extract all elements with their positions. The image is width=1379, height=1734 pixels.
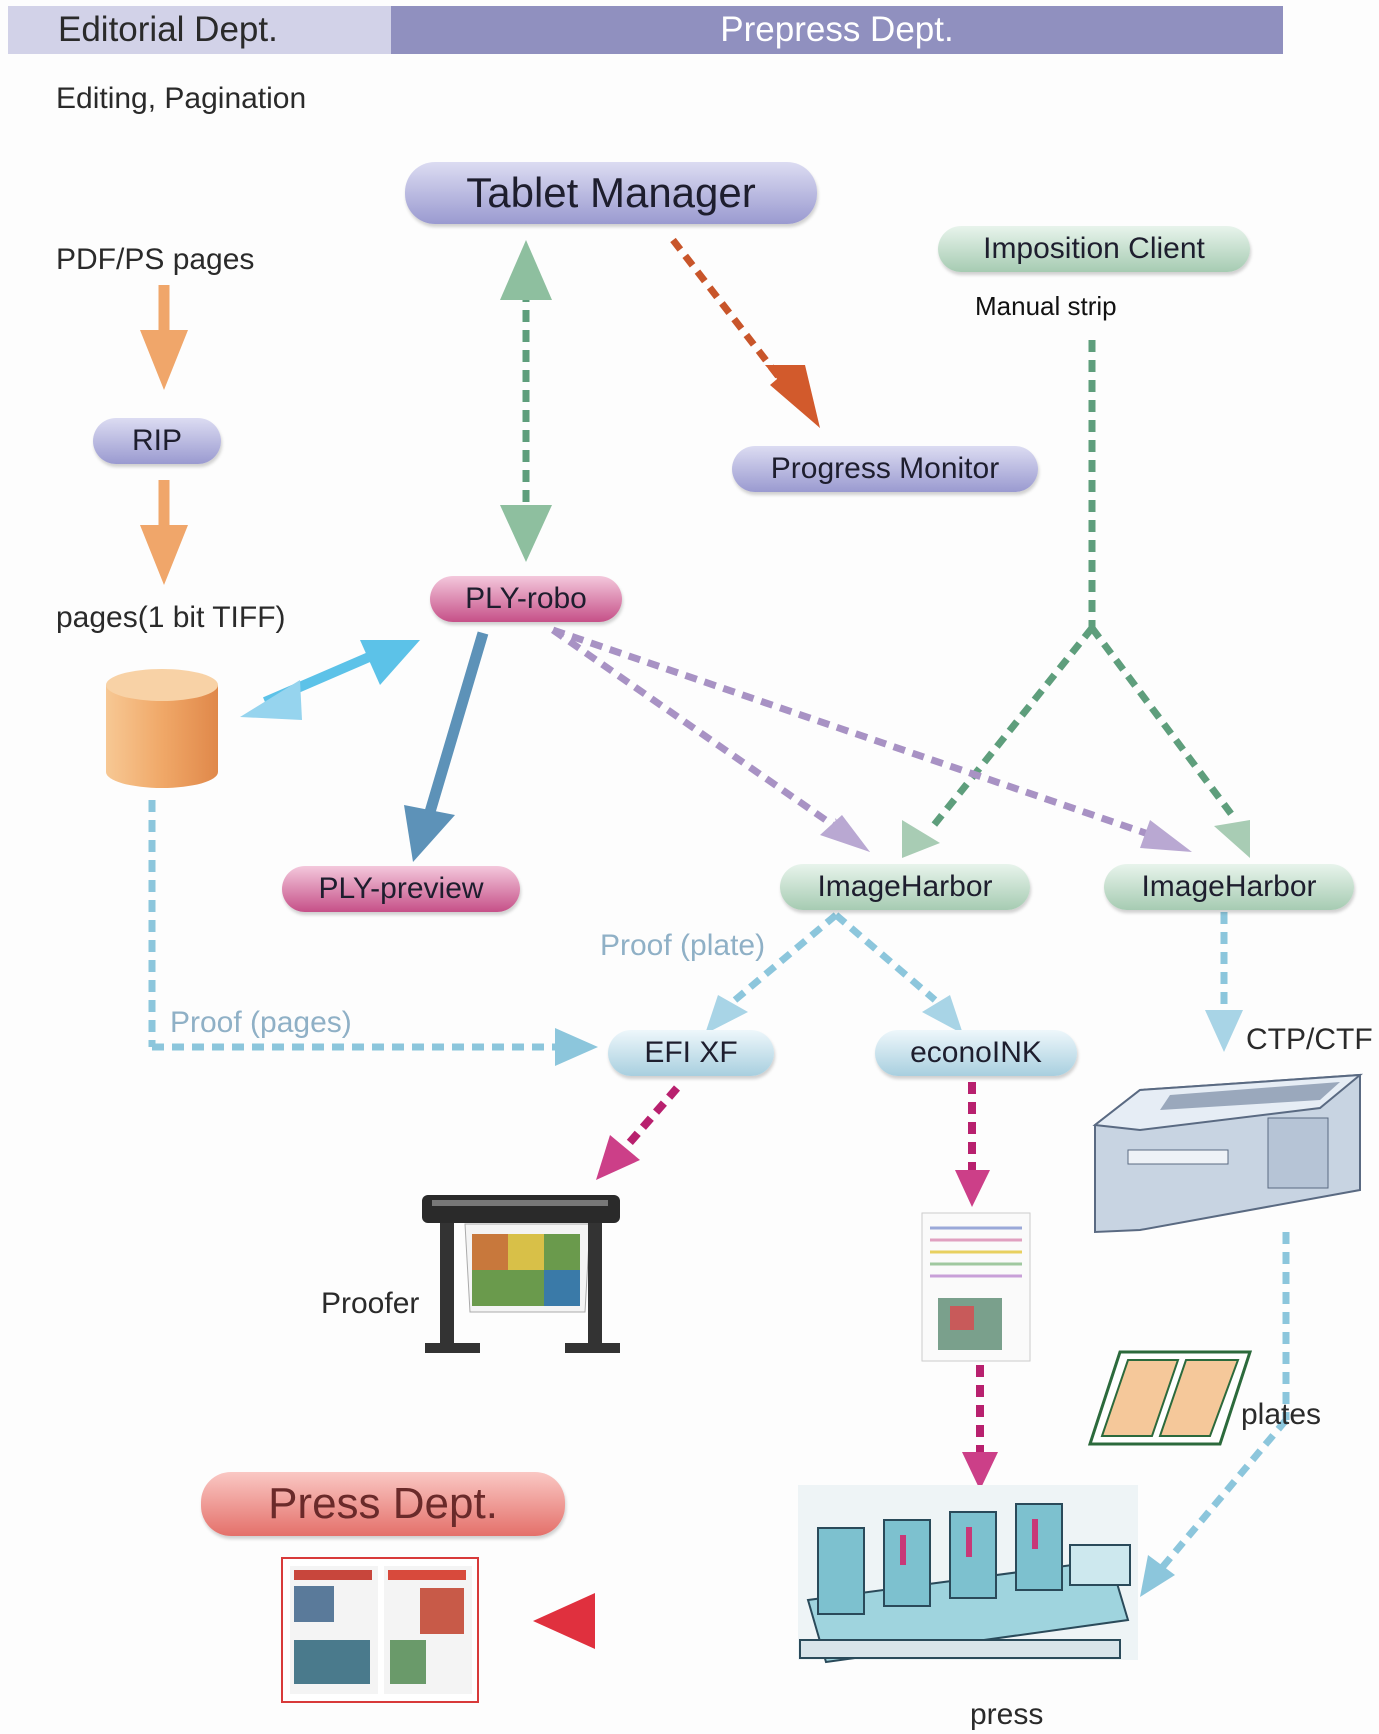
ctp-ctf-label: CTP/CTF: [1246, 1023, 1373, 1056]
arrow-ctp-to-press: [1140, 1232, 1290, 1597]
node-ply-preview: PLY-preview: [282, 866, 520, 912]
pages-tiff-label: pages(1 bit TIFF): [56, 601, 286, 634]
arrow-tablet-to-progress: [670, 237, 820, 428]
arrow-db-plyrobo: [240, 640, 420, 720]
newspaper-icon: [281, 1557, 479, 1703]
node-imageharbor-1: ImageHarbor: [780, 864, 1030, 910]
node-press-dept: Press Dept.: [201, 1472, 565, 1536]
proofer-label: Proofer: [321, 1287, 420, 1320]
arrow-efixf-to-proofer: [596, 1085, 681, 1180]
database-icon: [106, 669, 218, 788]
arrow-plyrobo-to-imageharbors: [550, 626, 1192, 852]
proof-plate-label: Proof (plate): [600, 929, 766, 962]
pdf-ps-label: PDF/PS pages: [56, 243, 255, 276]
node-rip: RIP: [93, 418, 221, 464]
press-label: press: [970, 1698, 1044, 1731]
proofer-icon: [422, 1195, 620, 1353]
arrow-imageharbor-to-ctp: [1205, 912, 1243, 1052]
arrow-pdf-to-rip: [140, 285, 188, 390]
arrow-press-to-newspaper: [533, 1593, 770, 1649]
arrow-econoink-to-press: [955, 1082, 998, 1490]
manual-strip-label: Manual strip: [975, 291, 1117, 321]
arrow-rip-to-pages: [140, 480, 188, 585]
node-tablet-manager: Tablet Manager: [405, 162, 817, 224]
header-editorial: Editorial Dept.: [8, 6, 391, 54]
arrow-db-to-efixf: [148, 800, 598, 1066]
arrow-tablet-plyrobo: [500, 240, 552, 562]
arrow-imageharbor-to-proofers: [705, 912, 963, 1034]
node-efi-xf: EFI XF: [608, 1030, 774, 1076]
header-prepress: Prepress Dept.: [391, 6, 1283, 54]
arrow-imposition-to-imageharbors: [902, 340, 1250, 858]
ctp-device-icon: [1092, 1073, 1364, 1234]
plates-label: plates: [1241, 1398, 1322, 1431]
press-machine-icon: [798, 1485, 1138, 1664]
arrow-plyrobo-to-preview: [404, 631, 489, 862]
node-econoink: econoINK: [875, 1030, 1077, 1076]
node-ply-robo: PLY-robo: [430, 576, 622, 622]
node-imposition-client: Imposition Client: [938, 226, 1250, 272]
node-progress-monitor: Progress Monitor: [732, 446, 1038, 492]
proof-sheet-icon: [921, 1212, 1031, 1362]
editing-label: Editing, Pagination: [56, 82, 307, 115]
plates-icon: [1087, 1350, 1253, 1446]
node-imageharbor-2: ImageHarbor: [1104, 864, 1354, 910]
proof-pages-label: Proof (pages): [170, 1006, 352, 1039]
